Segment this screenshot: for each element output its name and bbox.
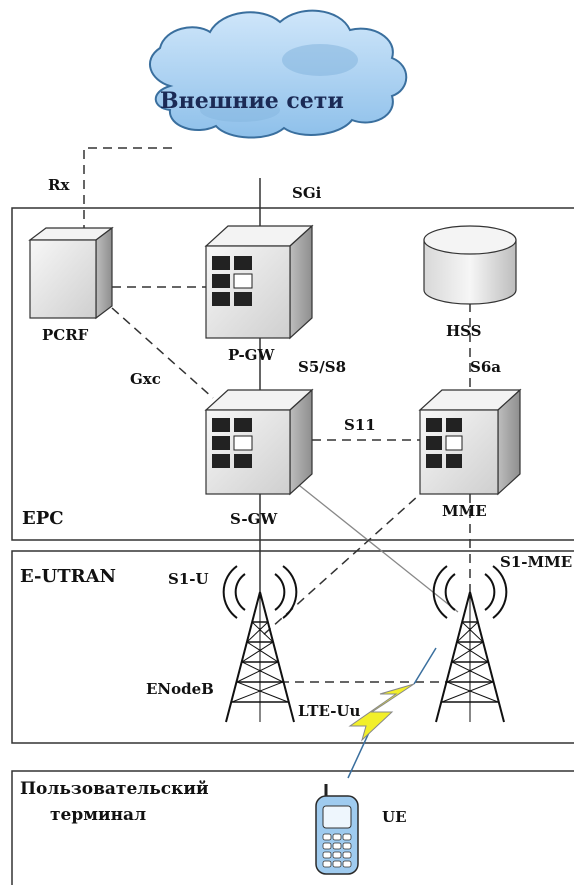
pcrf-label: PCRF [42,326,89,344]
gxc-label: Gxc [130,370,161,388]
pgw-label: P-GW [228,346,275,364]
mme-node [418,388,522,496]
s6a-label: S6a [470,358,501,376]
s1mme-label: S1-MME [500,553,572,571]
eutran-label: E-UTRAN [20,566,116,587]
mme-label: MME [442,502,487,520]
rx-link [83,147,172,234]
s1u-label: S1-U [168,570,209,588]
epc-section [11,207,574,541]
terminal-label-line1: Пользовательский [20,779,209,799]
rx-label: Rx [48,176,70,194]
pgw-node [204,224,314,340]
cloud-label: Внешние сети [160,88,344,114]
s11-label: S11 [344,416,376,434]
gxc-link [111,307,214,399]
terminal-section [11,770,574,885]
ue-label: UE [382,808,407,826]
epc-label: EPC [22,508,64,529]
s5s8-label: S5/S8 [298,358,346,376]
hss-label: HSS [446,322,482,340]
enodeb-left-tower [222,565,298,723]
sgw-label: S-GW [230,510,278,528]
lteuu-label: LTE-Uu [298,702,361,720]
radio-link-lightning [347,647,437,779]
enodeb-right-tower [432,565,508,723]
terminal-label-line2: терминал [50,805,146,825]
enodeb-label: ENodeB [146,680,214,698]
ue-phone-icon [315,784,359,875]
eutran-section [11,550,574,744]
sgw-node [204,388,314,496]
sgw-right-enodeb-link [289,477,459,613]
hss-node [423,225,517,305]
pcrf-node [28,226,114,320]
sgi-label: SGi [292,184,322,202]
external-networks-cloud [149,9,408,139]
